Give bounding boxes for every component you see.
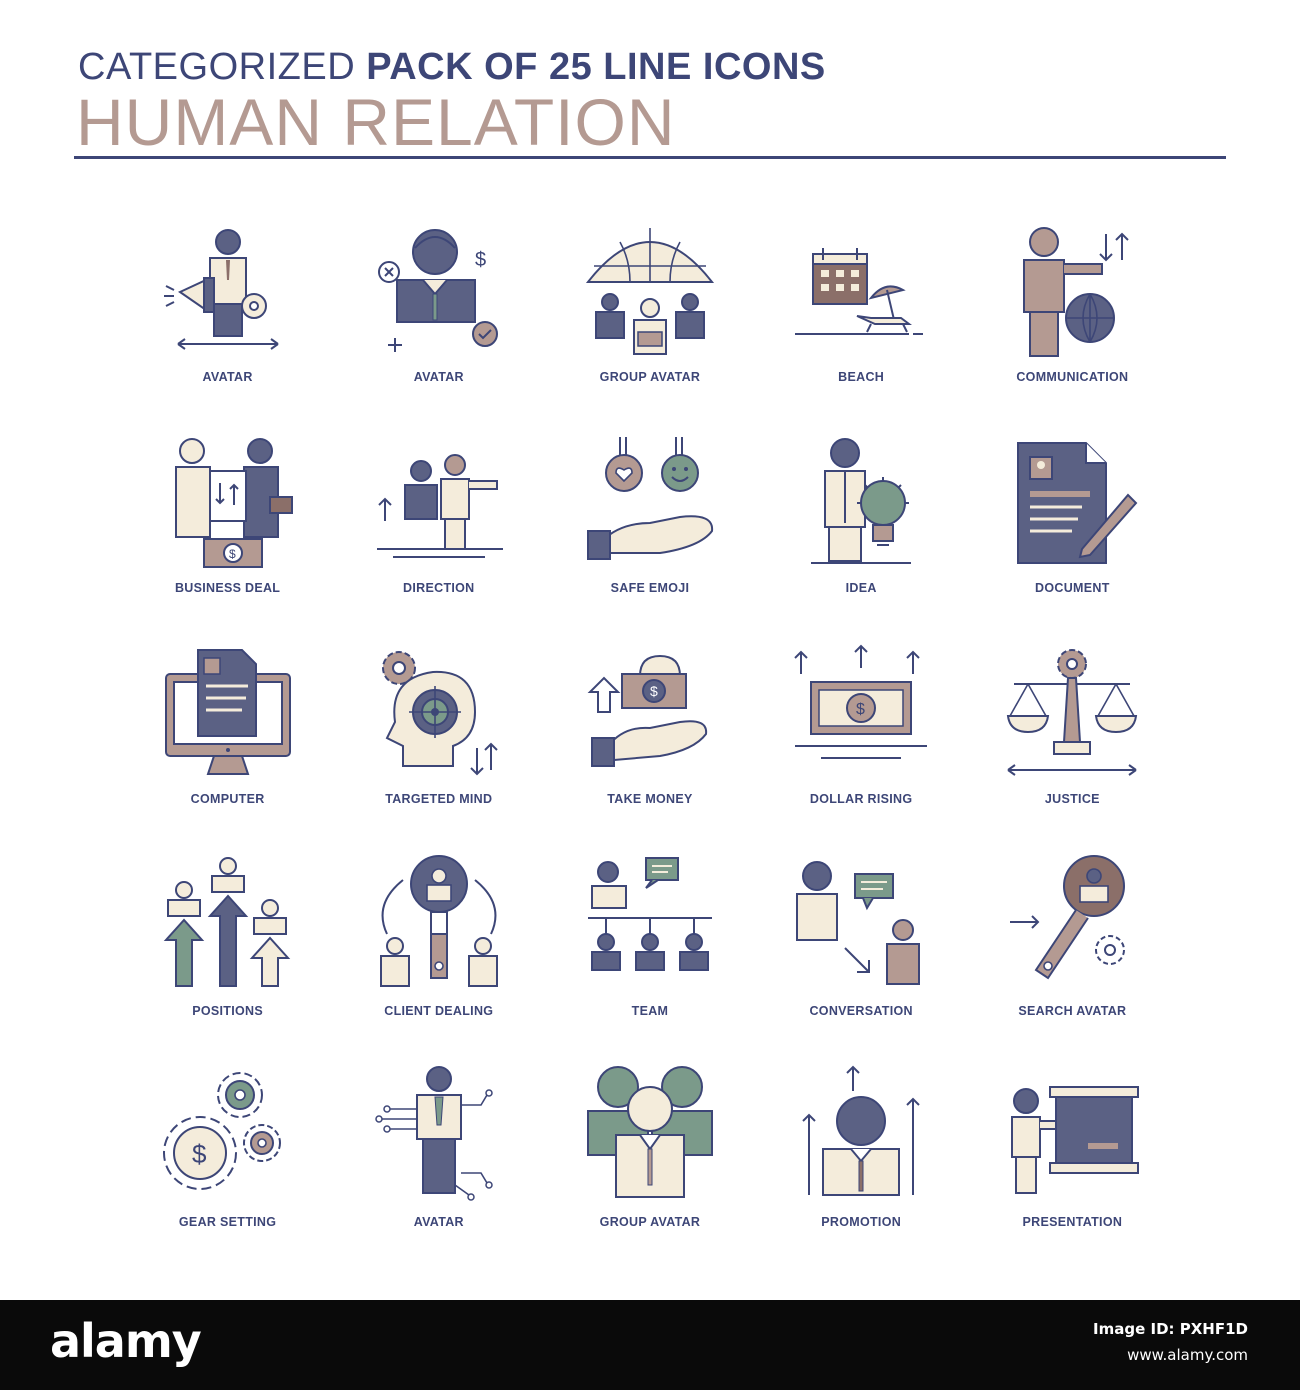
icon-label: BEACH	[838, 370, 885, 384]
icon-tile[interactable]: CLIENT DEALING	[333, 854, 544, 1065]
site-url[interactable]: www.alamy.com	[1127, 1346, 1248, 1364]
icon-label: POSITIONS	[192, 1003, 263, 1018]
image-meta: Image ID: PXHF1D www.alamy.com	[1093, 1320, 1248, 1364]
icon-label: PROMOTION	[821, 1214, 902, 1229]
icon-tile[interactable]: DIRECTION	[333, 431, 544, 642]
idea-bulb-icon	[791, 431, 931, 571]
icon-tile[interactable]: JUSTICE	[967, 642, 1178, 853]
pack-title-light: CATEGORIZED	[78, 46, 356, 88]
business-deal-icon: $	[158, 431, 298, 571]
icon-label: GROUP AVATAR	[599, 370, 701, 384]
take-money-icon: $	[580, 642, 720, 782]
icon-label: PRESENTATION	[1022, 1214, 1123, 1229]
search-avatar-icon	[1002, 854, 1142, 994]
icon-label: DOLLAR RISING	[809, 792, 913, 807]
document-pen-icon	[1002, 431, 1142, 571]
client-dealing-icon	[369, 854, 509, 994]
icon-tile[interactable]: $ DOLLAR RISING	[756, 642, 967, 853]
icon-label: AVATAR	[202, 370, 253, 384]
svg-text:$: $	[192, 1139, 207, 1169]
icon-tile[interactable]: TARGETED MIND	[333, 642, 544, 853]
avatar-circuit-icon	[369, 1065, 509, 1205]
icon-tile[interactable]: CONVERSATION	[756, 854, 967, 1065]
computer-monitor-icon	[158, 642, 298, 782]
icon-label: DIRECTION	[403, 581, 475, 596]
icon-tile[interactable]: SEARCH AVATAR	[967, 854, 1178, 1065]
icon-label: GROUP AVATAR	[599, 1214, 701, 1229]
icon-grid: AVATAR $ AVATAR	[122, 220, 1178, 1276]
icon-tile[interactable]: DOCUMENT	[967, 431, 1178, 642]
icon-label: TAKE MONEY	[607, 792, 693, 807]
presentation-board-icon	[1002, 1065, 1142, 1205]
icon-label: BUSINESS DEAL	[174, 581, 281, 596]
icon-tile[interactable]: $ GEAR SETTING	[122, 1065, 333, 1276]
icon-label: COMPUTER	[190, 792, 265, 807]
group-avatar-icon	[580, 1065, 720, 1205]
beach-icon	[791, 220, 931, 360]
title-divider	[74, 156, 1226, 159]
icon-label: CLIENT DEALING	[384, 1003, 494, 1018]
icon-label: TEAM	[631, 1003, 669, 1018]
icon-tile[interactable]: SAFE EMOJI	[544, 431, 755, 642]
positions-arrows-icon	[158, 854, 298, 994]
avatar-dollar-icon: $	[369, 220, 509, 360]
icon-tile[interactable]: TEAM	[544, 854, 755, 1065]
svg-text:$: $	[229, 547, 236, 561]
icon-label: AVATAR	[413, 370, 464, 384]
icon-tile[interactable]: POSITIONS	[122, 854, 333, 1065]
icon-tile[interactable]: COMPUTER	[122, 642, 333, 853]
safe-emoji-icon	[580, 431, 720, 571]
icon-label: DOCUMENT	[1035, 581, 1110, 596]
icon-label: IDEA	[845, 581, 877, 596]
icon-tile[interactable]: $ AVATAR	[333, 220, 544, 431]
icon-label: JUSTICE	[1044, 792, 1100, 807]
gear-setting-icon: $	[158, 1065, 298, 1205]
svg-text:$: $	[856, 701, 865, 718]
icon-label: AVATAR	[413, 1214, 464, 1229]
icon-tile[interactable]: GROUP AVATAR	[544, 1065, 755, 1276]
team-hierarchy-icon	[580, 854, 720, 994]
icon-tile[interactable]: PROMOTION	[756, 1065, 967, 1276]
icon-tile[interactable]: AVATAR	[333, 1065, 544, 1276]
icon-tile[interactable]: COMMUNICATION	[967, 220, 1178, 431]
pack-title: CATEGORIZED PACK OF 25 LINE ICONS	[78, 46, 826, 89]
icon-tile[interactable]: AVATAR	[122, 220, 333, 431]
icon-tile[interactable]: $ BUSINESS DEAL	[122, 431, 333, 642]
promotion-icon	[791, 1065, 931, 1205]
svg-text:$: $	[475, 249, 486, 271]
watermark-footer: alamy Image ID: PXHF1D www.alamy.com	[0, 1300, 1300, 1390]
icon-label: GEAR SETTING	[178, 1214, 277, 1229]
icon-label: SAFE EMOJI	[610, 581, 690, 596]
group-avatar-umbrella-icon	[580, 220, 720, 360]
icon-tile[interactable]: GROUP AVATAR	[544, 220, 755, 431]
icon-tile[interactable]: $ TAKE MONEY	[544, 642, 755, 853]
conversation-icon	[791, 854, 931, 994]
pack-title-bold: PACK OF 25 LINE ICONS	[366, 46, 826, 88]
targeted-mind-icon	[369, 642, 509, 782]
alamy-logo: alamy	[50, 1314, 202, 1368]
icon-label: CONVERSATION	[809, 1003, 913, 1018]
avatar-megaphone-icon	[158, 220, 298, 360]
icon-label: SEARCH AVATAR	[1018, 1003, 1127, 1018]
communication-globe-icon	[1002, 220, 1142, 360]
icon-tile[interactable]: PRESENTATION	[967, 1065, 1178, 1276]
icon-label: COMMUNICATION	[1016, 370, 1129, 384]
direction-icon	[369, 431, 509, 571]
icon-label: TARGETED MIND	[385, 792, 493, 807]
icon-tile[interactable]: IDEA	[756, 431, 967, 642]
svg-text:$: $	[650, 683, 658, 699]
page-title: HUMAN RELATION	[76, 85, 676, 159]
icon-tile[interactable]: BEACH	[756, 220, 967, 431]
image-id: Image ID: PXHF1D	[1093, 1320, 1248, 1338]
justice-scale-icon	[1002, 642, 1142, 782]
dollar-rising-icon: $	[791, 642, 931, 782]
